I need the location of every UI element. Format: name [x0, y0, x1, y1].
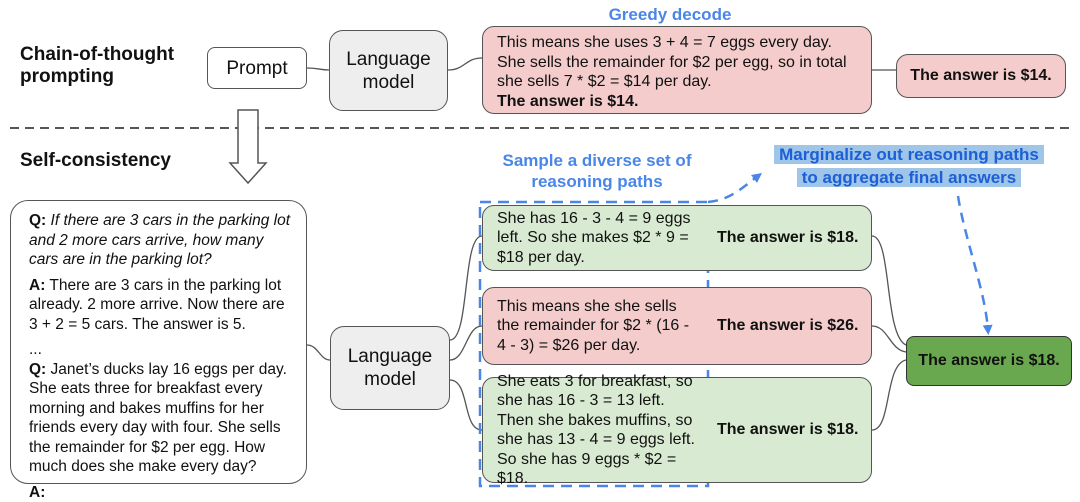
path3-answer: The answer is $18. [705, 420, 858, 440]
qa-q2: Q: Janet’s ducks lay 16 eggs per day. Sh… [29, 360, 292, 477]
sample-paths-title: Sample a diverse set of reasoning paths [472, 150, 722, 192]
model-to-path2-line [450, 326, 482, 360]
reasoning-path-2: This means she she sells the remainder f… [482, 287, 872, 365]
path1-reasoning: She has 16 - 3 - 4 = 9 eggs left. So she… [483, 209, 705, 268]
self-consistency-label: Self-consistency [20, 150, 220, 172]
chain-of-thought-label: Chain-of-thought prompting [20, 44, 200, 88]
qa-a1: A: There are 3 cars in the parking lot a… [29, 276, 292, 335]
prompt-node: Prompt [207, 47, 307, 89]
a1-tag: A: [29, 277, 45, 294]
marginalize-title: Marginalize out reasoning paths to aggre… [768, 144, 1050, 190]
q1-tag: Q: [29, 212, 46, 229]
qa-prompt-box: Q: If there are 3 cars in the parking lo… [10, 200, 307, 484]
q1-text: If there are 3 cars in the parking lot a… [29, 212, 290, 268]
marginalize-highlight: Marginalize out reasoning paths to aggre… [774, 145, 1044, 187]
final-answer-box: The answer is $18. [906, 336, 1072, 386]
greedy-reasoning-text: This means she uses 3 + 4 = 7 eggs every… [497, 33, 857, 92]
model-to-path1-line [450, 236, 482, 340]
model-to-reasoning-line [448, 58, 482, 70]
path3-to-final-line [872, 360, 906, 430]
path3-reasoning: She eats 3 for breakfast, so she has 16 … [483, 372, 705, 489]
path1-answer: The answer is $18. [705, 228, 858, 248]
greedy-reasoning-box: This means she uses 3 + 4 = 7 eggs every… [482, 26, 872, 114]
marginalize-to-final-arrow [958, 196, 988, 330]
reasoning-path-3: She eats 3 for breakfast, so she has 16 … [482, 377, 872, 483]
path2-to-final-line [872, 326, 906, 352]
qa-ellipsis: ... [29, 340, 292, 360]
qa-q1: Q: If there are 3 cars in the parking lo… [29, 211, 292, 270]
a1-text: There are 3 cars in the parking lot alre… [29, 277, 285, 333]
q2-text: Janet’s ducks lay 16 eggs per day. She e… [29, 361, 287, 476]
qa-a2: A: [29, 483, 292, 502]
q2-tag: Q: [29, 361, 46, 378]
greedy-reasoning-answer: The answer is $14. [497, 92, 857, 112]
path1-to-final-line [872, 236, 906, 345]
model-to-path3-line [450, 380, 482, 430]
qa-to-model-line [307, 345, 330, 360]
language-model-node-bottom: Language model [330, 326, 450, 410]
path2-answer: The answer is $26. [705, 316, 858, 336]
language-model-node-top: Language model [329, 30, 448, 111]
down-arrow-icon [230, 110, 266, 183]
greedy-answer-box: The answer is $14. [896, 54, 1066, 98]
prompt-to-model-line [307, 68, 329, 70]
reasoning-path-1: She has 16 - 3 - 4 = 9 eggs left. So she… [482, 205, 872, 271]
path2-reasoning: This means she she sells the remainder f… [483, 297, 705, 356]
greedy-decode-title: Greedy decode [560, 4, 780, 25]
